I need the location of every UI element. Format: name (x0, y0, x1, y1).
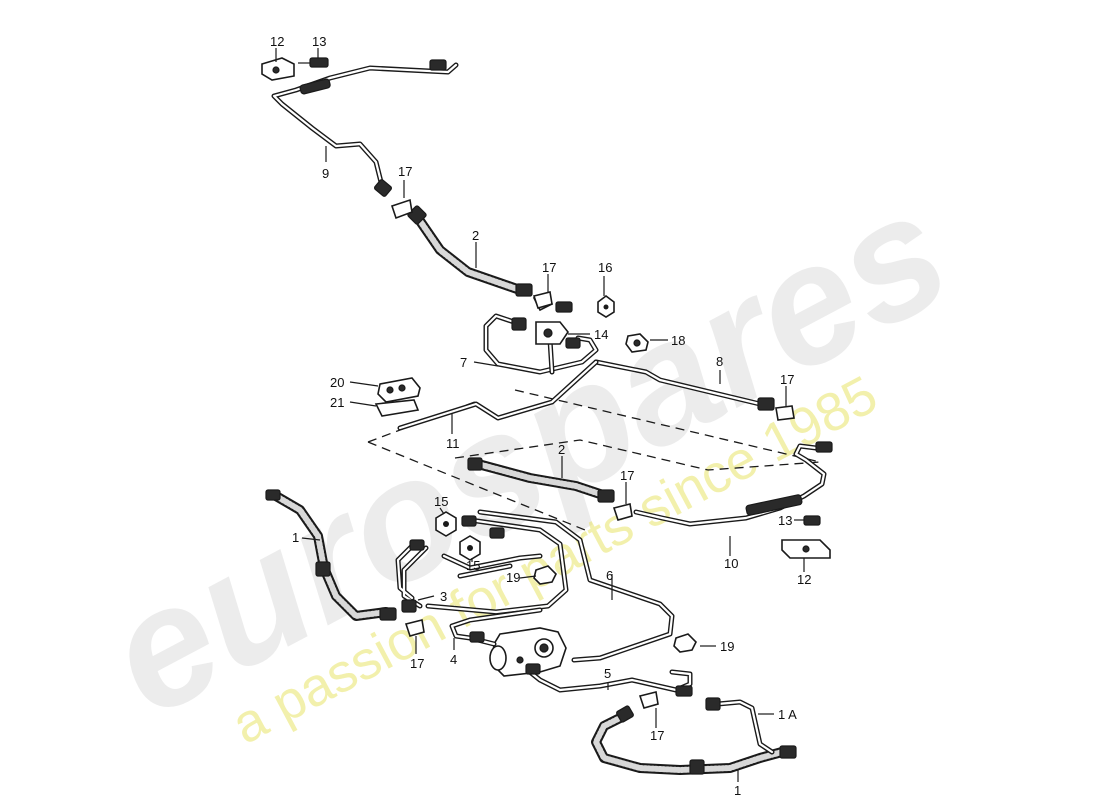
callout-14: 14 (594, 327, 608, 342)
brake-line-3 (395, 515, 569, 615)
clip-17-left (404, 619, 425, 637)
callout-5: 5 (604, 666, 611, 681)
callout-3: 3 (440, 589, 447, 604)
callouts: 12 13 9 17 2 17 16 14 18 7 8 17 20 21 11… (270, 34, 811, 798)
brake-hose-2-lower (467, 457, 615, 503)
callout-19-a: 19 (506, 570, 520, 585)
callout-18: 18 (671, 333, 685, 348)
brake-line-10 (633, 441, 833, 527)
clip-17-top (390, 198, 413, 220)
callout-17-top: 17 (398, 164, 412, 179)
callout-21: 21 (330, 395, 344, 410)
bracket-12-right (781, 539, 831, 559)
callout-2-upper: 2 (472, 228, 479, 243)
clip-17-middle (612, 503, 633, 521)
plug-19-b (673, 633, 697, 653)
clip-18 (625, 333, 649, 353)
callout-19-b: 19 (720, 639, 734, 654)
clip-17-bottom (638, 691, 659, 709)
callout-15-a: 15 (434, 494, 448, 509)
fitting-15-b (459, 535, 481, 561)
clip-21 (374, 399, 420, 417)
callout-10: 10 (724, 556, 738, 571)
callout-9: 9 (322, 166, 329, 181)
callout-12-right: 12 (797, 572, 811, 587)
callout-6: 6 (606, 568, 613, 583)
t-piece-14 (511, 317, 581, 349)
callout-1-top: 1 (292, 530, 299, 545)
callout-4: 4 (450, 652, 457, 667)
master-cylinder (489, 627, 567, 677)
callout-15-b: 15 (466, 558, 480, 573)
callout-17-right: 17 (780, 372, 794, 387)
brake-hose-1-bottom (591, 705, 797, 775)
assembly-outline (367, 389, 821, 531)
leader-lines (275, 48, 805, 782)
nut-16 (597, 295, 615, 318)
callout-11: 11 (446, 436, 460, 451)
brake-hose-2-upper (407, 205, 533, 297)
callout-17-middle: 17 (620, 468, 634, 483)
callout-12-top: 12 (270, 34, 284, 49)
clip-17-center (532, 291, 553, 309)
brake-line-1a (705, 697, 775, 755)
callout-13-top: 13 (312, 34, 326, 49)
bolt-13-right (803, 515, 821, 526)
callout-8: 8 (716, 354, 723, 369)
brake-line-8 (593, 359, 775, 411)
clip-20 (377, 377, 421, 403)
callout-17-left: 17 (410, 656, 424, 671)
callout-17-bottom: 17 (650, 728, 664, 743)
clip-17-right (775, 405, 795, 421)
callout-13-right: 13 (778, 513, 792, 528)
callout-20: 20 (330, 375, 344, 390)
plug-19-a (533, 565, 557, 585)
callout-16: 16 (598, 260, 612, 275)
brake-line-4 (449, 607, 543, 647)
fitting-15-a (435, 511, 457, 537)
bracket-12-top (261, 57, 295, 81)
callout-7: 7 (460, 355, 467, 370)
brake-line-7 (483, 313, 599, 375)
callout-17-center: 17 (542, 260, 556, 275)
callout-1a: 1 A (778, 707, 797, 722)
brake-line-5 (525, 663, 693, 697)
callout-2-lower: 2 (558, 442, 565, 457)
callout-1-bottom: 1 (734, 783, 741, 798)
brake-line-6 (477, 509, 675, 663)
bolt-13-top (298, 57, 329, 68)
brake-hose-1-left (265, 489, 397, 621)
brake-line-11 (397, 359, 599, 431)
brake-line-9 (271, 59, 459, 197)
